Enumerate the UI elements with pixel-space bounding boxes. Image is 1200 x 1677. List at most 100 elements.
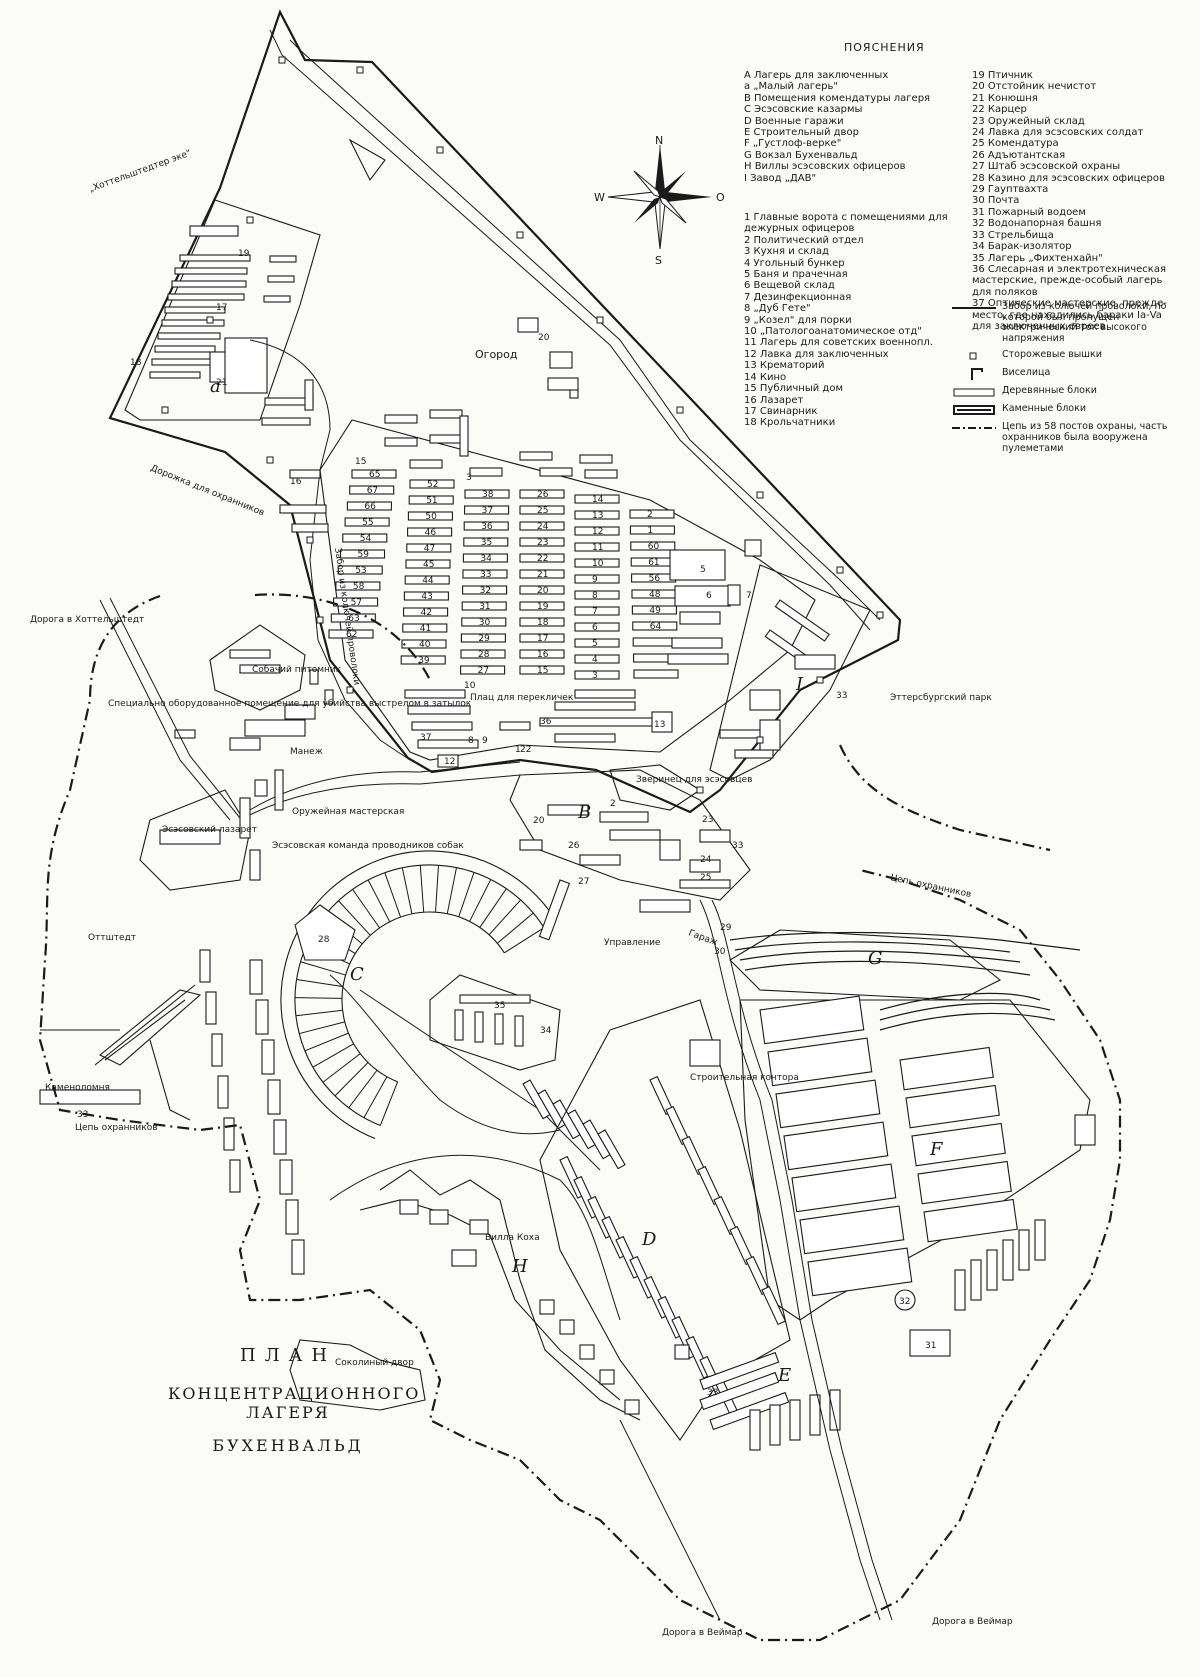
svg-text:26: 26 [568,841,580,851]
label-quarry: Каменоломня [45,1083,110,1093]
barrack-block [574,526,620,536]
horseshoe-ring [280,850,557,1140]
factory-hall [917,1160,1012,1205]
label-special-room: Специально оборудованное помещение для у… [108,699,472,709]
title-line-1: ПЛАН [239,1345,337,1366]
barrack-block [384,437,418,447]
svg-text:33: 33 [836,691,847,701]
zone-i-buildings [709,564,871,781]
legend-symbol-text: Каменные блоки [1002,403,1087,415]
barrack-block [629,509,675,519]
garage-building [761,1285,787,1326]
watchtower-icon [516,231,524,239]
inner-camp-fence [319,419,816,761]
factory-hall [759,995,865,1045]
legend-item: 23 Оружейный склад [972,115,1085,127]
ss-barrack-block [261,1039,275,1075]
barrack-block [409,459,443,469]
label-zoo: Зверинец для эсэсовцев [636,775,752,785]
barrack-number: 56 [649,574,661,584]
legend-item: 10 „Патологоанатомическое отд" [744,326,922,338]
barrack-number: 39 [418,656,430,666]
barrack-block [632,621,678,631]
watchtower-icon [676,406,684,414]
svg-text:3: 3 [466,473,472,483]
legend-item: 20 Отстойник нечистот [972,81,1097,93]
barrack-block [463,521,509,531]
barrack-block [402,623,448,633]
watchtower-icon [278,56,286,64]
barrack-number: 12 [592,527,603,537]
barrack-number: 65 [369,470,380,480]
watchtower-icon [876,611,884,619]
barrack-block [409,479,455,489]
watchtower-icon [816,676,824,684]
ss-barrack-block [249,959,263,995]
barrack-number: 15 [537,666,548,676]
barrack-number: 30 [479,618,491,628]
barrack-number: 59 [358,550,370,560]
watchtowers [161,56,884,794]
legend-item: E Строительный двор [744,127,859,139]
barrack-number: 47 [424,544,435,554]
ss-officers-casino [294,904,356,961]
factory-hall [791,1163,897,1213]
kitchen-and-stores [404,415,673,768]
military-garage-buildings [559,1075,787,1419]
legend-item: 29 Гауптвахта [972,184,1049,196]
barrack-number: 21 [537,570,548,580]
legend-item: 27 Штаб эсэсовской охраны [972,161,1121,173]
legend-item: 5 Баня и прачечная [744,269,848,281]
compass-s: S [655,254,662,267]
compass-rose-icon [607,145,712,250]
armory-workshop-buildings [249,769,284,881]
station-outline [729,929,1002,1001]
barrack-block [519,489,565,499]
barrack-block [630,541,676,551]
legend-item: a „Малый лагерь" [744,81,838,93]
barrack-block [400,655,446,665]
zoo-enclosure [609,764,702,811]
legend-item: 8 „Дуб Гете" [744,303,811,315]
barrack-block [461,601,507,611]
label-road-hottelstedt: Дорога в Хоттельштедт [30,615,144,625]
horseshoe-divider [458,872,475,917]
watchtower-icon [346,686,354,694]
barrack-number: 27 [478,666,489,676]
west-camp-road [249,339,411,761]
barrack-block [574,654,620,664]
legend-symbol-row: Деревянные блоки [952,386,1184,398]
barrack-block [633,669,679,679]
barrack-block [401,639,447,649]
svg-text:9: 9 [482,736,488,746]
weimar-road-west-2 [711,899,893,1621]
legend-item: 15 Публичный дом [744,383,843,395]
svg-text:23: 23 [702,815,713,825]
legend-symbol-text: Забор из колючей проволоки, по которой б… [1002,301,1167,344]
barrack-block [519,553,565,563]
watchtower-icon [306,536,314,544]
horseshoe-divider [488,899,522,936]
legend-item: 2 Политический отдел [744,234,864,246]
guard-chain-icon [952,422,996,434]
barrack-number: 25 [537,506,548,516]
guard-chain-line-3 [838,744,1051,852]
barrack-block [462,585,508,595]
svg-text:17: 17 [216,303,227,313]
barrack-block [460,665,506,675]
shooting-range-east [1074,1114,1096,1146]
weimar-road-west [699,899,881,1621]
factory-hall [783,1121,889,1171]
barrack-block [342,533,388,543]
barrack-block [403,591,449,601]
label-falcon-yard: Соколиный двор [335,1358,414,1368]
factory-hall [923,1198,1018,1243]
compass-w: W [594,191,605,204]
hottelstedt-road-2 [109,597,241,819]
legend-item: 19 Птичник [972,70,1033,81]
barrack-block [574,558,620,568]
barrack-block [460,633,506,643]
barrack-block [574,542,620,552]
ss-barrack-block [273,1119,287,1155]
